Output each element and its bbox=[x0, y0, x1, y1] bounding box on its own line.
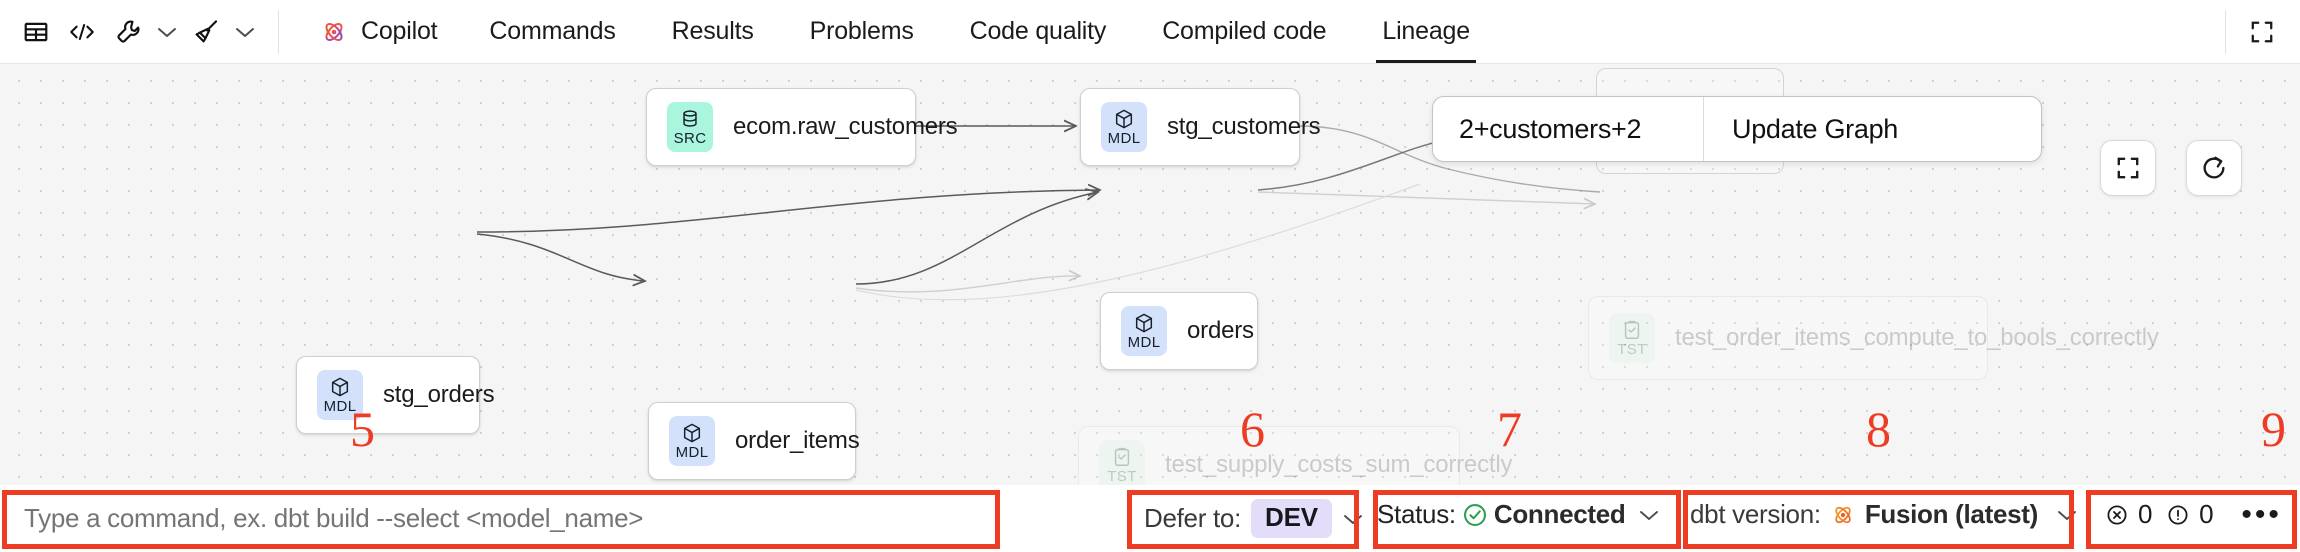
node-type-label: MDL bbox=[675, 444, 709, 461]
warning-circle-icon bbox=[2166, 503, 2190, 527]
node-type-label: SRC bbox=[673, 130, 707, 147]
node-type-badge-tst: TST bbox=[1099, 440, 1145, 485]
tab-code-quality[interactable]: Code quality bbox=[942, 0, 1135, 63]
broom-icon[interactable] bbox=[184, 10, 228, 54]
panel-tabs: Copilot Commands Results Problems Code q… bbox=[295, 0, 1498, 63]
error-circle-icon bbox=[2105, 503, 2129, 527]
graph-selector-input[interactable] bbox=[1433, 97, 1703, 161]
chevron-down-icon[interactable] bbox=[2056, 508, 2078, 522]
tab-copilot[interactable]: Copilot bbox=[295, 0, 461, 63]
copilot-atom-icon bbox=[319, 17, 349, 47]
dbt-version-control[interactable]: dbt version: Fusion (late bbox=[1690, 499, 2078, 530]
check-circle-icon bbox=[1462, 502, 1488, 528]
node-type-badge-mdl: MDL bbox=[1121, 306, 1167, 356]
tab-compiled-code[interactable]: Compiled code bbox=[1134, 0, 1354, 63]
error-count-value: 0 bbox=[2138, 499, 2153, 529]
chevron-down-icon[interactable] bbox=[1638, 508, 1660, 522]
node-type-label: MDL bbox=[1127, 334, 1161, 351]
dbt-fusion-atom-icon bbox=[1829, 501, 1857, 529]
tab-lineage[interactable]: Lineage bbox=[1354, 0, 1498, 63]
node-type-label: MDL bbox=[323, 398, 357, 415]
chevron-down-icon[interactable] bbox=[1342, 512, 1364, 526]
lineage-node-stg-orders[interactable]: MDL stg_orders bbox=[296, 356, 495, 434]
lineage-node-test-order-items[interactable]: TST test_order_items_compute_to_bools_co… bbox=[1588, 296, 2159, 380]
node-type-label: TST bbox=[1107, 468, 1137, 485]
node-type-label: TST bbox=[1617, 341, 1647, 358]
fit-view-button[interactable] bbox=[2100, 140, 2156, 196]
fullscreen-icon[interactable] bbox=[2240, 10, 2284, 54]
refresh-graph-button[interactable] bbox=[2186, 140, 2242, 196]
tab-label: Commands bbox=[489, 17, 616, 45]
diagnostics-control[interactable]: 0 0 ••• bbox=[2105, 499, 2282, 530]
defer-to-label: Defer to: bbox=[1144, 503, 1242, 533]
lineage-node-test-supply-costs[interactable]: TST test_supply_costs_sum_correctly bbox=[1078, 426, 1512, 485]
status-label: Status: bbox=[1377, 499, 1456, 529]
status-value: Connected bbox=[1493, 499, 1626, 529]
node-type-badge-mdl: MDL bbox=[669, 416, 715, 466]
node-label: orders bbox=[1187, 316, 1254, 344]
update-graph-button[interactable]: Update Graph bbox=[1732, 113, 1899, 144]
status-bar: Defer to: DEV Status: Connected bbox=[0, 485, 2300, 552]
node-label: ecom.raw_customers bbox=[733, 112, 958, 140]
tab-label: Problems bbox=[809, 17, 914, 45]
node-label: order_items bbox=[735, 426, 860, 454]
defer-to-control[interactable]: Defer to: DEV bbox=[1144, 499, 1364, 538]
tab-label: Compiled code bbox=[1162, 17, 1327, 45]
toolbar-divider bbox=[278, 9, 279, 54]
tab-label: Lineage bbox=[1382, 17, 1470, 45]
defer-to-value: DEV bbox=[1251, 499, 1332, 538]
error-count[interactable]: 0 bbox=[2105, 499, 2152, 530]
dbt-version-label: dbt version: bbox=[1690, 499, 1821, 529]
tab-commands[interactable]: Commands bbox=[461, 0, 643, 63]
more-options-button[interactable]: ••• bbox=[2241, 497, 2282, 531]
chevron-down-icon[interactable] bbox=[230, 10, 260, 54]
node-label: stg_orders bbox=[383, 380, 495, 408]
warning-count[interactable]: 0 bbox=[2166, 499, 2214, 530]
tab-problems[interactable]: Problems bbox=[782, 0, 942, 63]
tab-label: Copilot bbox=[361, 17, 438, 45]
node-label: test_order_items_compute_to_bools_correc… bbox=[1675, 323, 2159, 351]
lineage-canvas[interactable]: SRC ecom.raw_customers MDL stg_customers… bbox=[0, 64, 2300, 485]
lineage-node-ecom-raw-customers[interactable]: SRC ecom.raw_customers bbox=[646, 88, 958, 166]
connection-status-control[interactable]: Status: Connected bbox=[1377, 499, 1660, 530]
toolbar-right bbox=[2215, 0, 2300, 63]
node-type-badge-mdl: MDL bbox=[317, 370, 363, 420]
lineage-node-orders[interactable]: MDL orders bbox=[1100, 292, 1258, 370]
tab-results[interactable]: Results bbox=[644, 0, 782, 63]
graph-selector-panel: Update Graph bbox=[1432, 96, 2042, 162]
command-input[interactable] bbox=[14, 493, 726, 544]
overlay-divider bbox=[1703, 97, 1704, 161]
node-label: test_supply_costs_sum_correctly bbox=[1165, 450, 1513, 478]
lineage-node-order-items[interactable]: MDL order_items bbox=[648, 402, 860, 480]
wrench-icon[interactable] bbox=[106, 10, 150, 54]
dbt-version-value: Fusion (latest) bbox=[1864, 499, 2038, 529]
code-icon[interactable] bbox=[60, 10, 104, 54]
node-type-badge-src: SRC bbox=[667, 102, 713, 152]
warning-count-value: 0 bbox=[2199, 499, 2214, 529]
top-toolbar: Copilot Commands Results Problems Code q… bbox=[0, 0, 2300, 64]
tab-label: Results bbox=[671, 17, 754, 45]
toolbar-divider-right bbox=[2225, 9, 2226, 54]
lineage-node-stg-customers[interactable]: MDL stg_customers bbox=[1080, 88, 1321, 166]
node-type-badge-mdl: MDL bbox=[1101, 102, 1147, 152]
tab-label: Code quality bbox=[969, 17, 1107, 45]
node-type-label: MDL bbox=[1107, 130, 1141, 147]
node-label: stg_customers bbox=[1167, 112, 1321, 140]
toolbar-left-icons bbox=[0, 0, 295, 63]
chevron-down-icon[interactable] bbox=[152, 10, 182, 54]
table-icon[interactable] bbox=[14, 10, 58, 54]
node-type-badge-tst: TST bbox=[1609, 313, 1655, 363]
